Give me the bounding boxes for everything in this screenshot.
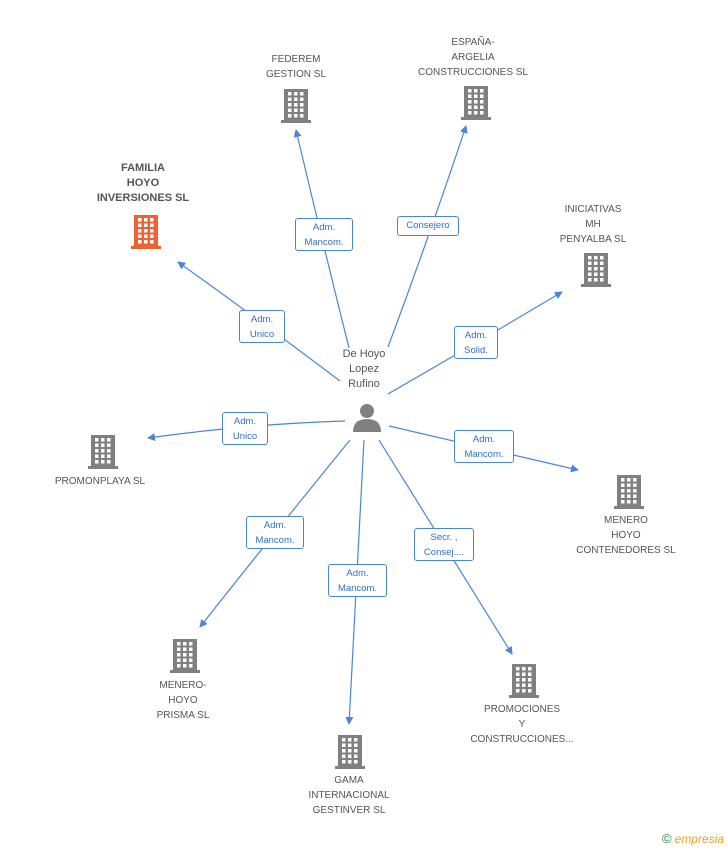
building-icon[interactable]	[335, 735, 365, 769]
center-person-label[interactable]: De Hoyo Lopez Rufino	[342, 348, 386, 390]
company-label-gama-internacional[interactable]: GAMA INTERNACIONAL GESTINVER SL	[308, 775, 390, 816]
company-label-promonplaya[interactable]: PROMONPLAYA SL	[54, 476, 146, 487]
company-label-promociones-construcciones[interactable]: PROMOCIONES Y CONSTRUCCIONES...	[470, 704, 574, 745]
brand-initial: e	[674, 832, 682, 846]
building-icon[interactable]	[614, 475, 644, 509]
relation-badge-familia-hoyo[interactable]: Adm. Unico	[239, 310, 285, 343]
relation-badge-menero-hoyo-prisma[interactable]: Adm. Mancom.	[246, 516, 304, 549]
company-label-espana-argelia[interactable]: ESPAÑA- ARGELIA CONSTRUCCIONES SL	[417, 37, 528, 78]
relation-badge-iniciativas-mh[interactable]: Adm. Solid.	[454, 326, 498, 359]
building-icon[interactable]	[170, 639, 200, 673]
copyright-symbol: ©	[662, 831, 672, 846]
building-icon[interactable]	[509, 664, 539, 698]
relation-badge-gama-internacional[interactable]: Adm. Mancom.	[328, 564, 387, 597]
company-label-familia-hoyo[interactable]: FAMILIA HOYO INVERSIONES SL	[96, 162, 190, 204]
relation-badge-menero-hoyo-contenedores[interactable]: Adm. Mancom.	[454, 430, 514, 463]
person-icon[interactable]	[353, 404, 381, 432]
footer-brand[interactable]: ©empresia	[662, 831, 724, 846]
building-icon[interactable]	[131, 215, 161, 249]
building-icon[interactable]	[88, 435, 118, 469]
relation-badge-espana-argelia[interactable]: Consejero	[397, 216, 459, 236]
relation-badge-promonplaya[interactable]: Adm. Unico	[222, 412, 268, 445]
relation-badge-promociones-construcciones[interactable]: Secr. , Consej....	[414, 528, 474, 561]
building-icon[interactable]	[581, 253, 611, 287]
company-label-iniciativas-mh[interactable]: INICIATIVAS MH PENYALBA SL	[559, 204, 627, 245]
brand-name: mpresia	[681, 832, 724, 846]
company-label-menero-hoyo-contenedores[interactable]: MENERO HOYO CONTENEDORES SL	[576, 515, 676, 556]
edge-espana-argelia	[387, 125, 468, 348]
building-icon[interactable]	[281, 89, 311, 123]
relation-badge-federem[interactable]: Adm. Mancom.	[295, 218, 353, 251]
company-label-federem[interactable]: FEDEREM GESTION SL	[265, 54, 326, 80]
building-icon[interactable]	[461, 86, 491, 120]
company-label-menero-hoyo-prisma[interactable]: MENERO- HOYO PRISMA SL	[156, 680, 210, 721]
